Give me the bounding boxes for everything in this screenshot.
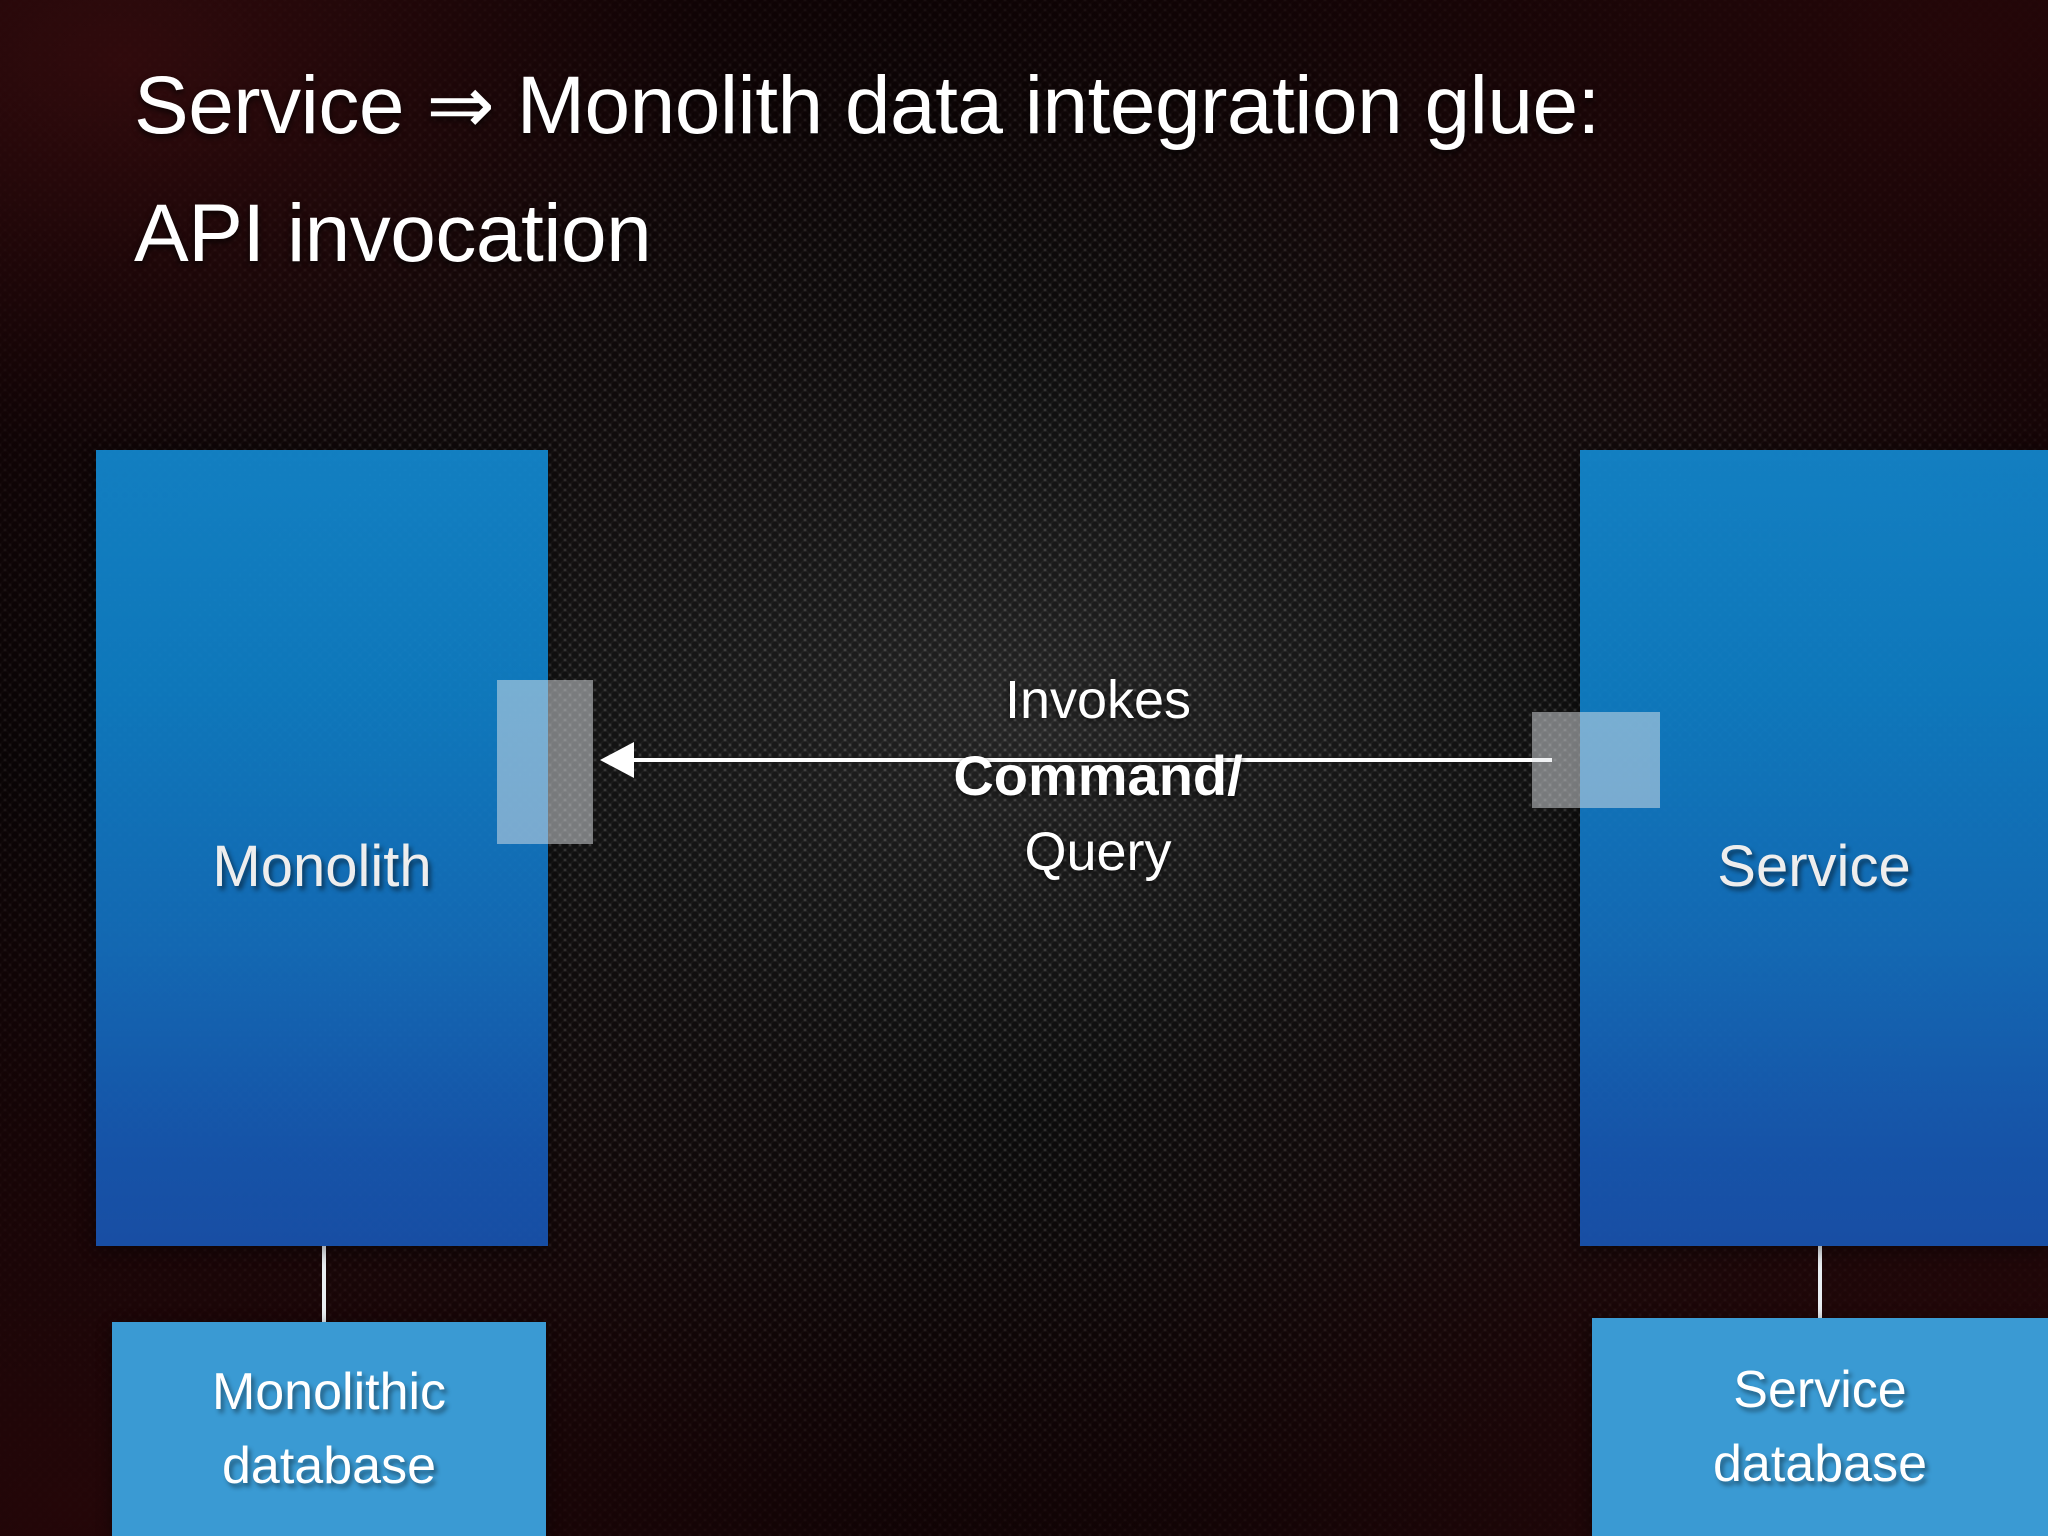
node-monolith-label: Monolith	[212, 833, 432, 899]
title-line-1: Service ⇒ Monolith data integration glue…	[134, 60, 1600, 151]
invocation-caption: Invokes Command/ Query	[888, 662, 1308, 890]
invocation-caption-line-1: Invokes	[1004, 670, 1192, 730]
page-title: Service ⇒ Monolith data integration glue…	[134, 42, 1934, 298]
node-monolithic-database[interactable]: Monolithic database	[112, 1322, 546, 1536]
service-database-label-line-2: database	[1713, 1435, 1927, 1493]
title-line-2: API invocation	[134, 188, 652, 279]
service-to-database-line	[1818, 1246, 1822, 1320]
invocation-caption-line-2: Command/	[953, 744, 1243, 807]
node-service[interactable]: Service	[1580, 450, 2048, 1246]
invocation-arrow-head-icon	[600, 742, 634, 778]
service-api-port[interactable]	[1532, 712, 1660, 808]
invocation-arrow-line	[612, 758, 1552, 762]
monolithic-database-label-line-2: database	[222, 1437, 436, 1495]
node-service-database[interactable]: Service database	[1592, 1318, 2048, 1536]
monolith-api-port[interactable]	[497, 680, 593, 844]
node-service-label: Service	[1717, 833, 1911, 899]
service-database-label-line-1: Service	[1733, 1361, 1907, 1419]
invocation-caption-line-3: Query	[1024, 822, 1172, 882]
node-monolith[interactable]: Monolith	[96, 450, 548, 1246]
monolithic-database-label-line-1: Monolithic	[211, 1363, 447, 1421]
monolith-to-database-line	[322, 1246, 326, 1324]
